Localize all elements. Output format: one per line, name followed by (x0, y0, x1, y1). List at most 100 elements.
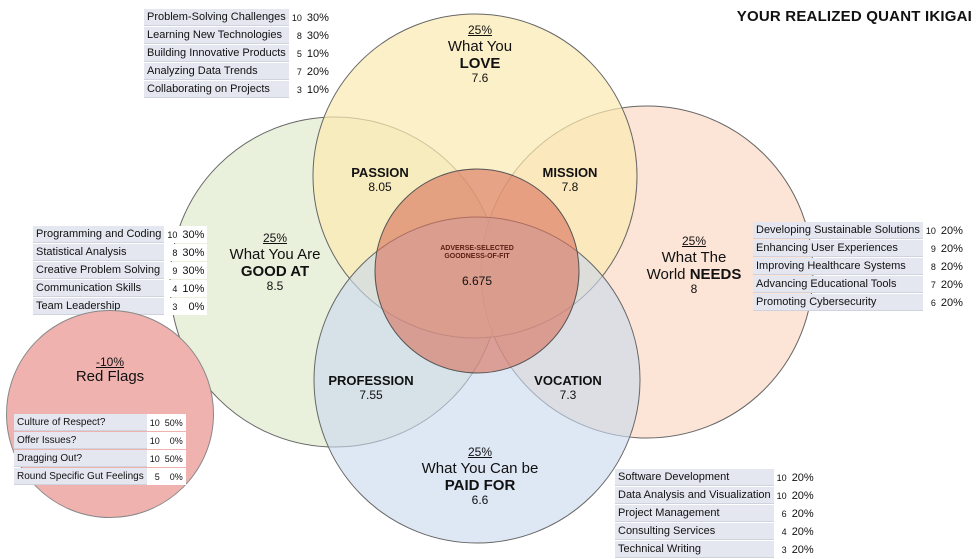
factor-name: Developing Sustainable Solutions (753, 222, 923, 239)
factor-pct: 30% (179, 226, 208, 243)
factor-weight: 8 (288, 27, 304, 44)
center-score: 6.675 (461, 274, 493, 289)
factor-name: Statistical Analysis (33, 244, 165, 261)
page-title: YOUR REALIZED QUANT IKIGAI (736, 8, 972, 25)
factor-weight: 5 (288, 45, 304, 62)
mission-score: 7.8 (561, 179, 579, 194)
factor-weight: 4 (773, 523, 789, 540)
vocation-title: VOCATION (534, 373, 602, 388)
factor-weight: 10 (288, 9, 304, 26)
factor-weight: 10 (922, 222, 938, 239)
flag-pct: 0% (161, 432, 186, 449)
good-at-score: 8.5 (266, 279, 284, 294)
flag-weight: 10 (146, 432, 162, 449)
factor-pct: 20% (788, 469, 817, 486)
factor-pct: 10% (303, 45, 332, 62)
factor-weight: 10 (773, 469, 789, 486)
needs-score: 8 (690, 282, 698, 297)
factor-pct: 30% (303, 9, 332, 26)
paid-for-pct: 25% (467, 445, 493, 459)
center-label: ADVERSE-SELECTED GOODNESS-OF-FIT 6.675 (417, 245, 537, 289)
love-line2: LOVE (459, 55, 501, 73)
good-at-line2: GOOD AT (240, 263, 310, 281)
good-at-line1: What You Are (229, 245, 321, 263)
paid-for-line1: What You Can be (421, 459, 539, 477)
love-line1: What You (447, 37, 513, 55)
paid-for-score: 6.6 (471, 493, 489, 508)
factor-weight: 3 (288, 81, 304, 98)
needs-pct: 25% (681, 234, 707, 248)
factor-name: Improving Healthcare Systems (753, 258, 923, 275)
factor-pct: 20% (937, 276, 966, 293)
passion-title: PASSION (351, 165, 409, 180)
factor-weight: 9 (922, 240, 938, 257)
love-label: 25% What You LOVE 7.6 (410, 23, 550, 86)
factor-pct: 20% (937, 294, 966, 311)
flag-pct: 50% (161, 450, 186, 467)
factor-pct: 0% (179, 298, 208, 315)
factor-name: Programming and Coding (33, 226, 165, 243)
factor-name: Problem-Solving Challenges (144, 9, 289, 26)
factor-pct: 20% (788, 487, 817, 504)
factor-weight: 8 (164, 244, 180, 261)
factor-name: Analyzing Data Trends (144, 63, 289, 80)
profession-title: PROFESSION (328, 373, 414, 388)
flag-name: Offer Issues? (14, 432, 147, 449)
factor-weight: 8 (922, 258, 938, 275)
red-flags-pct: -10% (95, 355, 124, 369)
love-pct: 25% (467, 23, 493, 37)
flag-pct: 50% (161, 414, 186, 431)
factor-weight: 9 (164, 262, 180, 279)
good-at-label: 25% What You Are GOOD AT 8.5 (205, 231, 345, 294)
flag-weight: 5 (146, 468, 162, 485)
factor-pct: 20% (937, 258, 966, 275)
center-title-line1: ADVERSE-SELECTED (440, 245, 514, 252)
factor-pct: 20% (937, 240, 966, 257)
factor-weight: 10 (164, 226, 180, 243)
center-circle (374, 168, 580, 374)
factor-name: Advancing Educational Tools (753, 276, 923, 293)
center-title-line2: GOODNESS-OF-FIT (444, 253, 510, 261)
flag-name: Dragging Out? (14, 450, 147, 467)
factor-name: Consulting Services (615, 523, 774, 540)
flag-weight: 10 (146, 450, 162, 467)
factor-weight: 6 (773, 505, 789, 522)
factor-weight: 7 (288, 63, 304, 80)
flag-name: Culture of Respect? (14, 414, 147, 431)
factor-name: Building Innovative Products (144, 45, 289, 62)
passion-label: PASSION 8.05 (320, 165, 440, 195)
factor-weight: 7 (922, 276, 938, 293)
vocation-label: VOCATION 7.3 (508, 373, 628, 403)
needs-line2: World NEEDS (624, 266, 764, 283)
factor-name: Project Management (615, 505, 774, 522)
needs-line2-bold: NEEDS (689, 266, 742, 284)
factor-pct: 30% (179, 244, 208, 261)
factor-name: Learning New Technologies (144, 27, 289, 44)
good-at-pct: 25% (262, 231, 288, 245)
factor-name: Collaborating on Projects (144, 81, 289, 98)
factor-pct: 20% (788, 505, 817, 522)
factor-name: Communication Skills (33, 280, 165, 297)
